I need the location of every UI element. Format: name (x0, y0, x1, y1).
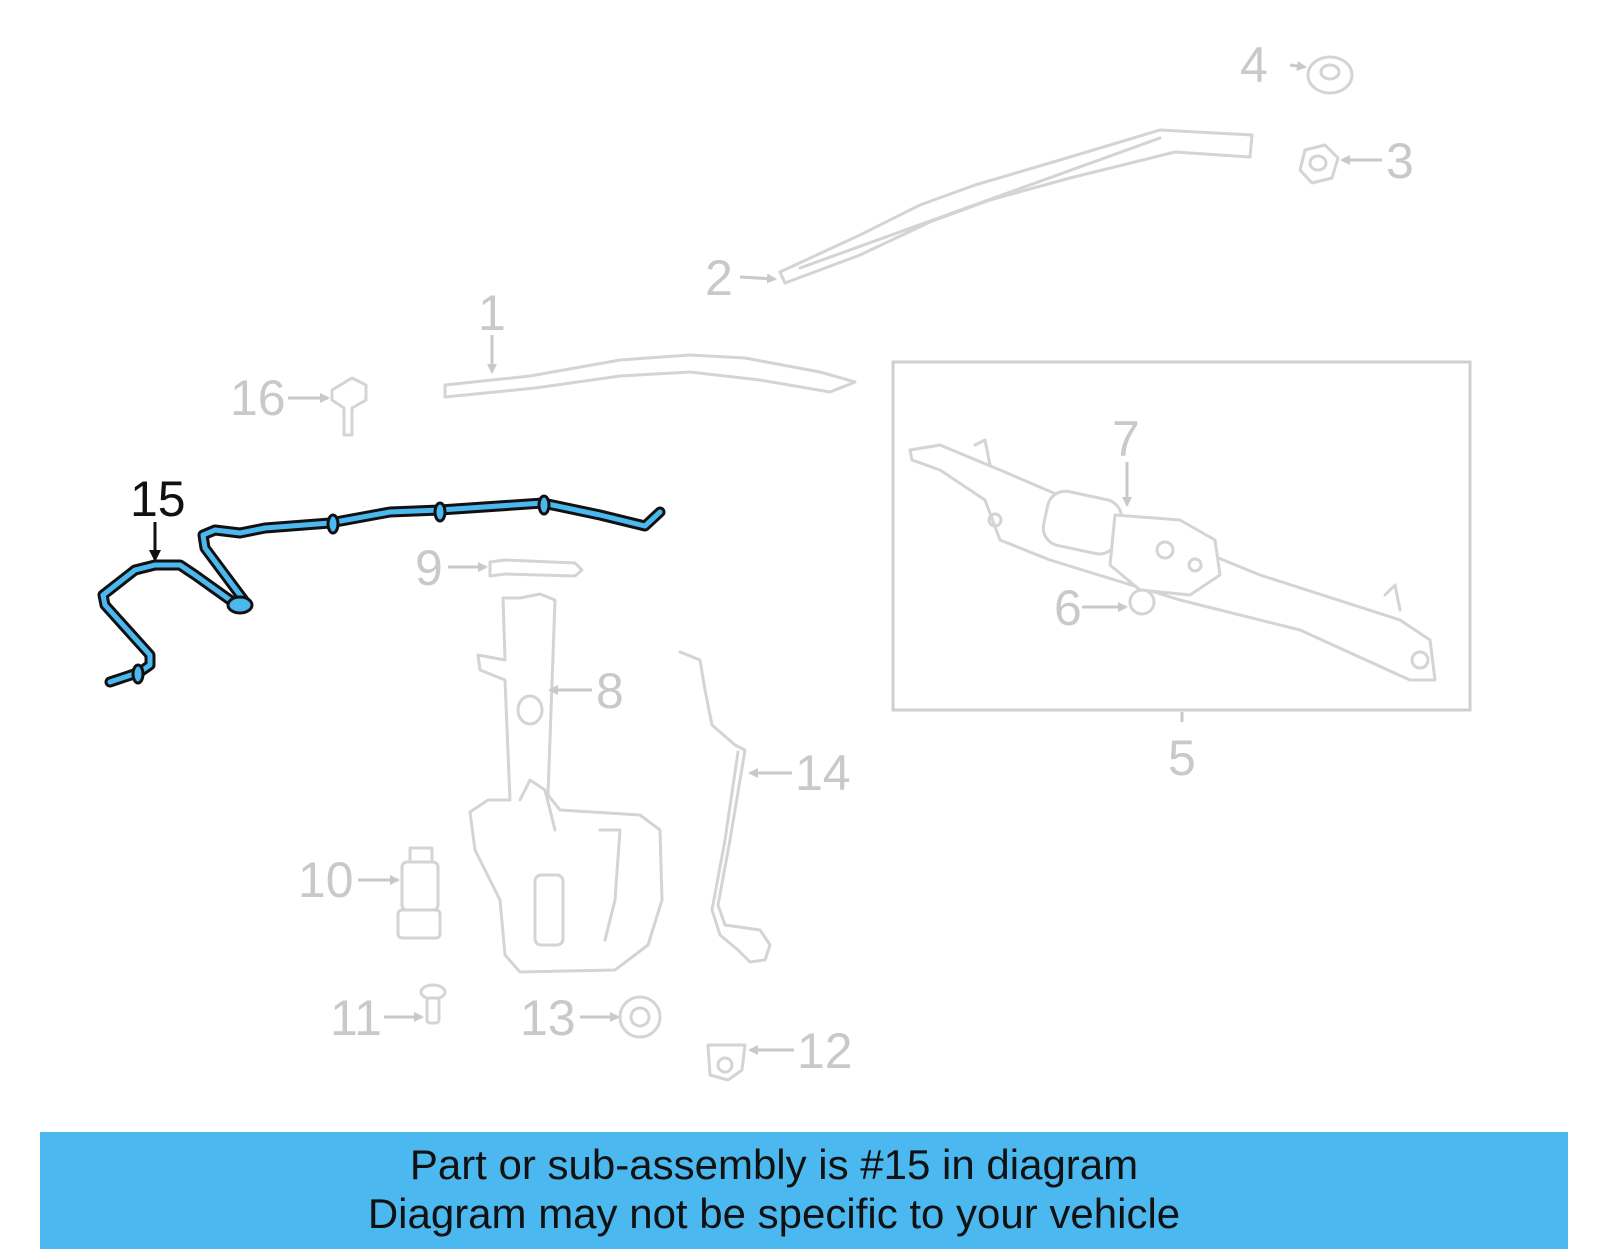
part-9-seal[interactable] (488, 558, 584, 578)
part-1-wiper-blade[interactable] (443, 353, 857, 399)
banner-line-1: Part or sub-assembly is #15 in diagram (409, 1141, 1139, 1188)
callout-12: 12 (797, 1023, 853, 1079)
part-8-washer-reservoir[interactable] (468, 592, 664, 974)
callout-2: 2 (705, 250, 733, 306)
callout-1: 1 (478, 285, 506, 341)
part-5-linkage-assembly[interactable] (891, 360, 1472, 712)
arrow-2 (739, 273, 777, 284)
callout-9: 9 (415, 540, 443, 596)
info-banner: Part or sub-assembly is #15 in diagram D… (40, 1132, 1568, 1249)
callout-11: 11 (330, 990, 382, 1046)
callout-16: 16 (230, 370, 286, 426)
part-15-washer-hose[interactable] (97, 494, 666, 688)
part-14-hose[interactable] (678, 650, 772, 964)
part-13-grommet[interactable] (618, 995, 662, 1039)
part-3-nut[interactable] (1298, 143, 1340, 185)
part-2-wiper-arm[interactable] (778, 128, 1254, 285)
part-12-cap[interactable] (706, 1043, 747, 1082)
part-4-grommet[interactable] (1306, 55, 1354, 95)
part-16-washer-nozzle[interactable] (330, 376, 368, 437)
part-10-washer-pump[interactable] (396, 846, 442, 940)
callout-15: 15 (130, 471, 186, 527)
part-11-clip[interactable] (419, 983, 447, 1025)
callout-14: 14 (795, 745, 851, 801)
callout-7: 7 (1112, 411, 1140, 467)
callout-13: 13 (520, 990, 576, 1046)
callout-8: 8 (596, 663, 624, 719)
callout-3: 3 (1386, 133, 1414, 189)
callout-10: 10 (298, 852, 354, 908)
callout-4: 4 (1240, 37, 1268, 93)
arrow-4 (1289, 60, 1307, 71)
banner-line-2: Diagram may not be specific to your vehi… (367, 1190, 1181, 1237)
callout-6: 6 (1054, 580, 1082, 636)
callout-5: 5 (1168, 730, 1196, 786)
